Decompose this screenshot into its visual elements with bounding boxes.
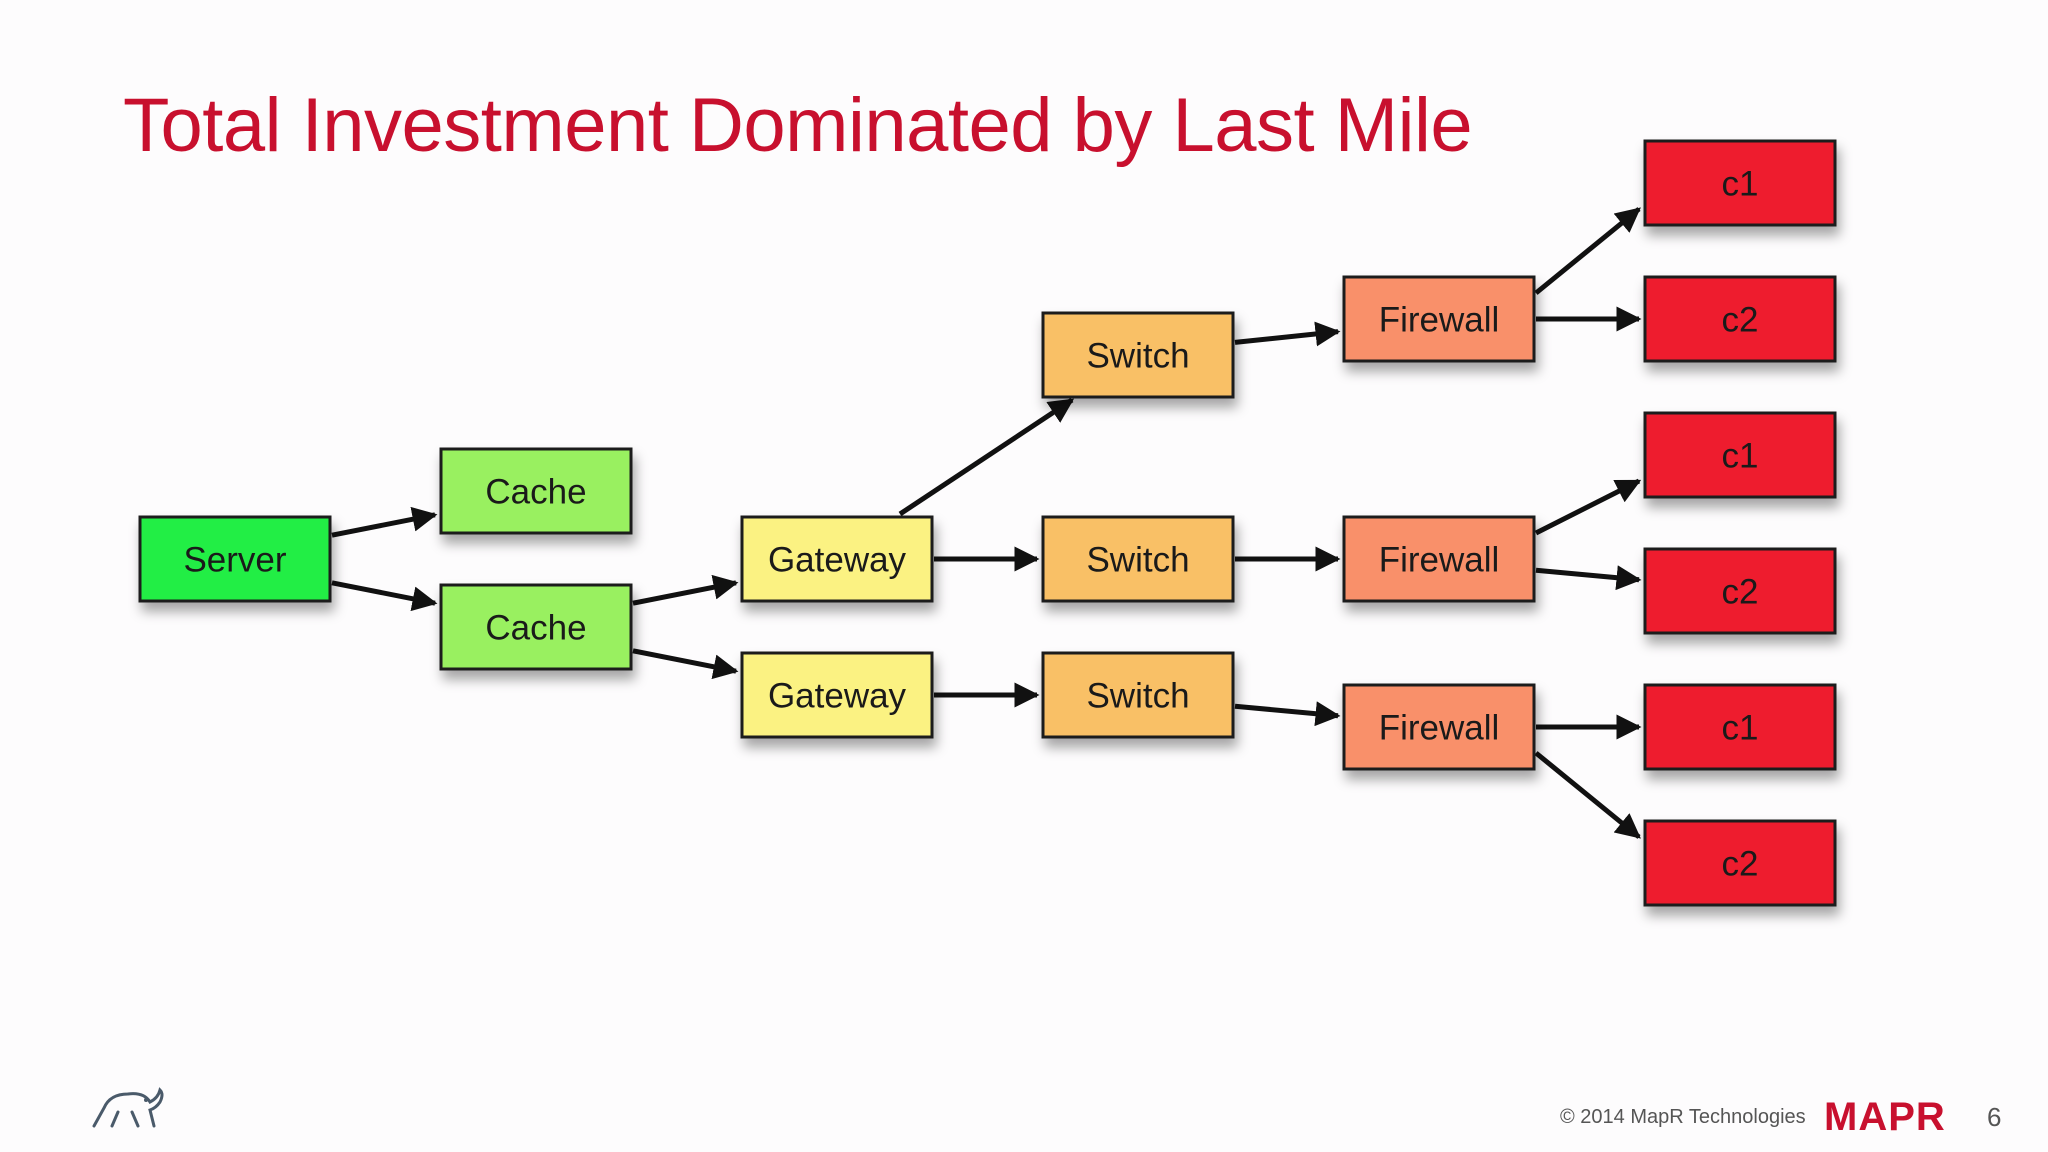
node-box-switch2 xyxy=(1041,515,1235,603)
node-box-c1c xyxy=(1643,683,1837,771)
node-label-c2c: c2 xyxy=(1722,845,1759,884)
node-c2b: c2 xyxy=(1643,547,1837,635)
node-c2c: c2 xyxy=(1643,819,1837,907)
node-label-cache2: Cache xyxy=(485,609,586,648)
node-box-firewall1 xyxy=(1342,275,1536,363)
copyright-text: © 2014 MapR Technologies xyxy=(1560,1106,1806,1128)
edge-arrow-firewall3-to-c2c xyxy=(1534,751,1641,839)
edge-arrow-server-to-cache1 xyxy=(331,506,438,538)
node-label-switch3: Switch xyxy=(1086,677,1189,716)
node-box-firewall2 xyxy=(1342,515,1536,603)
node-firewall3: Firewall xyxy=(1342,683,1536,771)
page-number: 6 xyxy=(1987,1102,2002,1132)
node-c1b: c1 xyxy=(1643,411,1837,499)
node-label-switch2: Switch xyxy=(1086,541,1189,580)
node-gateway1: Gateway xyxy=(740,515,934,603)
node-label-server: Server xyxy=(183,541,286,580)
node-box-server xyxy=(138,515,332,603)
node-label-switch1: Switch xyxy=(1086,337,1189,376)
node-box-cache2 xyxy=(439,583,633,671)
edge-arrow-firewall2-to-c2b xyxy=(1535,565,1642,591)
node-label-c2b: c2 xyxy=(1722,573,1759,612)
node-box-switch3 xyxy=(1041,651,1235,739)
edge-arrow-cache2-to-gateway2 xyxy=(632,648,739,680)
node-box-switch1 xyxy=(1041,311,1235,399)
edge-arrow-server-to-cache2 xyxy=(331,580,438,612)
node-cache2: Cache xyxy=(439,583,633,671)
node-server: Server xyxy=(138,515,332,603)
brand-logo: MAPR xyxy=(1824,1095,1946,1139)
edge-arrow-firewall2-to-c1b xyxy=(1534,478,1642,536)
edges-layer xyxy=(331,207,1642,839)
edge-arrow-switch3-to-firewall3 xyxy=(1234,701,1341,727)
node-label-firewall1: Firewall xyxy=(1379,301,1500,340)
nodes-layer: ServerCacheCacheGatewayGatewaySwitchSwit… xyxy=(138,139,1837,907)
edge-arrow-switch1-to-firewall1 xyxy=(1234,321,1341,347)
edge-arrow-gateway1-to-switch1 xyxy=(898,397,1075,517)
node-box-cache1 xyxy=(439,447,633,535)
elephant-logo-icon xyxy=(88,1080,168,1135)
node-label-c1a: c1 xyxy=(1722,165,1759,204)
node-label-gateway1: Gateway xyxy=(768,541,907,580)
node-box-c1b xyxy=(1643,411,1837,499)
node-box-firewall3 xyxy=(1342,683,1536,771)
node-box-c1a xyxy=(1643,139,1837,227)
edge-arrow-cache2-to-gateway1 xyxy=(632,574,739,606)
node-switch1: Switch xyxy=(1041,311,1235,399)
node-box-c2c xyxy=(1643,819,1837,907)
node-label-gateway2: Gateway xyxy=(768,677,907,716)
node-firewall2: Firewall xyxy=(1342,515,1536,603)
node-c1c: c1 xyxy=(1643,683,1837,771)
node-switch3: Switch xyxy=(1041,651,1235,739)
node-c2a: c2 xyxy=(1643,275,1837,363)
node-switch2: Switch xyxy=(1041,515,1235,603)
edge-arrow-firewall1-to-c1a xyxy=(1534,207,1641,295)
node-label-cache1: Cache xyxy=(485,473,586,512)
node-label-c2a: c2 xyxy=(1722,301,1759,340)
node-label-firewall3: Firewall xyxy=(1379,709,1500,748)
node-box-gateway2 xyxy=(740,651,934,739)
node-cache1: Cache xyxy=(439,447,633,535)
node-box-c2b xyxy=(1643,547,1837,635)
node-label-c1b: c1 xyxy=(1722,437,1759,476)
node-box-gateway1 xyxy=(740,515,934,603)
node-box-c2a xyxy=(1643,275,1837,363)
node-label-c1c: c1 xyxy=(1722,709,1759,748)
node-label-firewall2: Firewall xyxy=(1379,541,1500,580)
node-c1a: c1 xyxy=(1643,139,1837,227)
slide-title: Total Investment Dominated by Last Mile xyxy=(123,83,1473,168)
node-gateway2: Gateway xyxy=(740,651,934,739)
node-firewall1: Firewall xyxy=(1342,275,1536,363)
